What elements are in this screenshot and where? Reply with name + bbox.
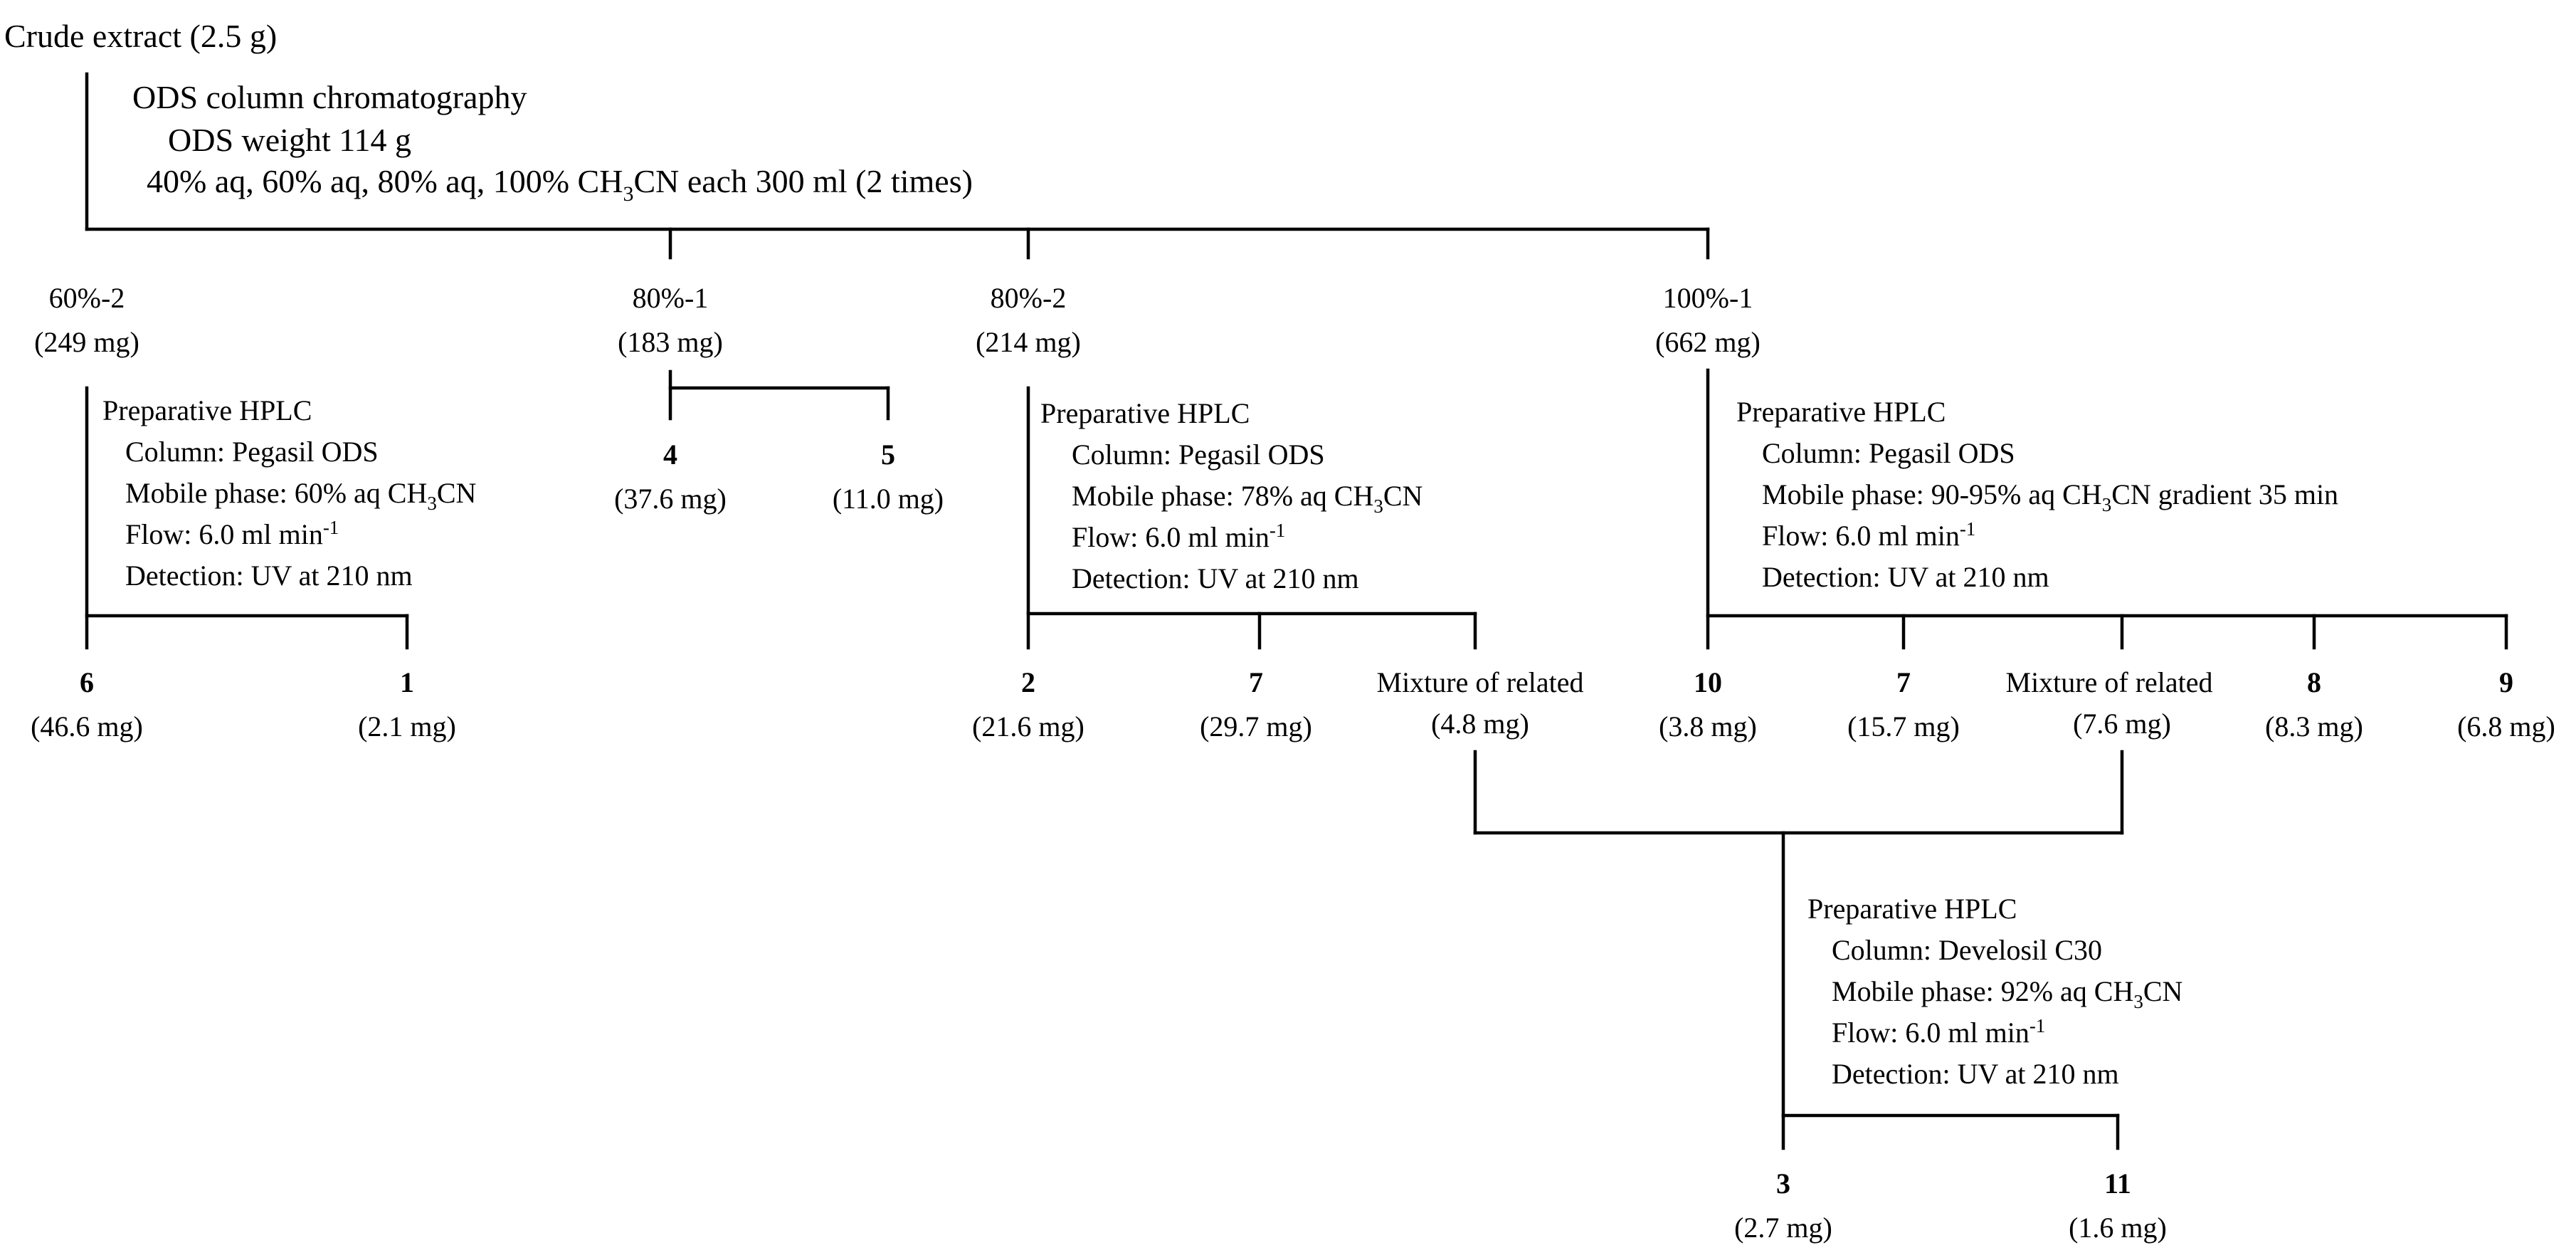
mixture-a-mass: (4.8 mg)	[1431, 708, 1529, 740]
mixture-b-label: Mixture of related	[2006, 666, 2213, 698]
compound-7b-id: 7	[1896, 666, 1911, 698]
compound-5-id: 5	[881, 439, 895, 471]
compound-5-mass: (11.0 mg)	[833, 483, 944, 515]
hplc-mix-detection: Detection: UV at 210 nm	[1832, 1058, 2119, 1090]
compound-4-id: 4	[663, 439, 677, 471]
compound-10-mass: (3.8 mg)	[1659, 710, 1757, 742]
hplc-100-title: Preparative HPLC	[1736, 396, 1946, 428]
ods-elution-conditions: 40% aq, 60% aq, 80% aq, 100% CH3CN each …	[147, 163, 973, 206]
hplc-100-column: Column: Pegasil ODS	[1762, 437, 2015, 469]
compound-7a-id: 7	[1249, 666, 1263, 698]
fraction-80-2-name: 80%-2	[991, 282, 1067, 314]
compound-8-id: 8	[2307, 666, 2321, 698]
compound-6-id: 6	[80, 666, 94, 698]
hplc-80-mobile-phase: Mobile phase: 78% aq CH3CN	[1072, 480, 1422, 517]
compound-1-mass: (2.1 mg)	[358, 710, 456, 742]
fraction-80-1-name: 80%-1	[633, 282, 709, 314]
hplc-60-detection: Detection: UV at 210 nm	[125, 560, 413, 592]
compound-1-id: 1	[400, 666, 414, 698]
compound-3-mass: (2.7 mg)	[1734, 1212, 1832, 1244]
compound-2-mass: (21.6 mg)	[972, 710, 1084, 742]
hplc-mix-flow: Flow: 6.0 ml min-1	[1832, 1015, 2045, 1049]
hplc-mix-title: Preparative HPLC	[1807, 893, 2017, 925]
fraction-100-1-mass: (662 mg)	[1655, 326, 1761, 358]
compound-7b-mass: (15.7 mg)	[1847, 710, 1960, 742]
compound-2-id: 2	[1021, 666, 1035, 698]
fraction-60-2-name: 60%-2	[49, 282, 125, 314]
compound-10-id: 10	[1694, 666, 1722, 698]
compound-11-id: 11	[2104, 1167, 2131, 1199]
compound-4-mass: (37.6 mg)	[614, 483, 727, 515]
hplc-60-mobile-phase: Mobile phase: 60% aq CH3CN	[125, 477, 476, 514]
fraction-80-1-mass: (183 mg)	[618, 326, 723, 358]
hplc-80-detection: Detection: UV at 210 nm	[1072, 562, 1359, 594]
hplc-60-flow: Flow: 6.0 ml min-1	[125, 517, 339, 550]
mixture-a-label: Mixture of related	[1377, 666, 1584, 698]
ods-weight: ODS weight 114 g	[168, 122, 411, 158]
hplc-60-title: Preparative HPLC	[102, 394, 312, 426]
compound-3-id: 3	[1776, 1167, 1790, 1199]
ods-column-method: ODS column chromatography	[132, 79, 527, 115]
mixture-b-mass: (7.6 mg)	[2073, 708, 2171, 740]
compound-8-mass: (8.3 mg)	[2265, 710, 2363, 742]
hplc-60-column: Column: Pegasil ODS	[125, 436, 379, 468]
compound-6-mass: (46.6 mg)	[31, 710, 143, 742]
hplc-100-flow: Flow: 6.0 ml min-1	[1762, 518, 1975, 552]
compound-11-mass: (1.6 mg)	[2069, 1212, 2167, 1244]
fraction-100-1-name: 100%-1	[1663, 282, 1753, 314]
compound-7a-mass: (29.7 mg)	[1200, 710, 1312, 742]
compound-9-id: 9	[2499, 666, 2513, 698]
hplc-80-column: Column: Pegasil ODS	[1072, 439, 1325, 471]
hplc-mix-mobile-phase: Mobile phase: 92% aq CH3CN	[1832, 975, 2182, 1012]
hplc-80-title: Preparative HPLC	[1040, 397, 1250, 429]
fraction-80-2-mass: (214 mg)	[976, 326, 1081, 358]
crude-extract-label: Crude extract (2.5 g)	[4, 18, 277, 54]
hplc-100-detection: Detection: UV at 210 nm	[1762, 561, 2049, 593]
compound-9-mass: (6.8 mg)	[2457, 710, 2555, 742]
hplc-100-mobile-phase: Mobile phase: 90-95% aq CH3CN gradient 3…	[1762, 478, 2338, 515]
fraction-60-2-mass: (249 mg)	[34, 326, 139, 358]
hplc-80-flow: Flow: 6.0 ml min-1	[1072, 520, 1285, 553]
hplc-mix-column: Column: Develosil C30	[1832, 934, 2102, 966]
